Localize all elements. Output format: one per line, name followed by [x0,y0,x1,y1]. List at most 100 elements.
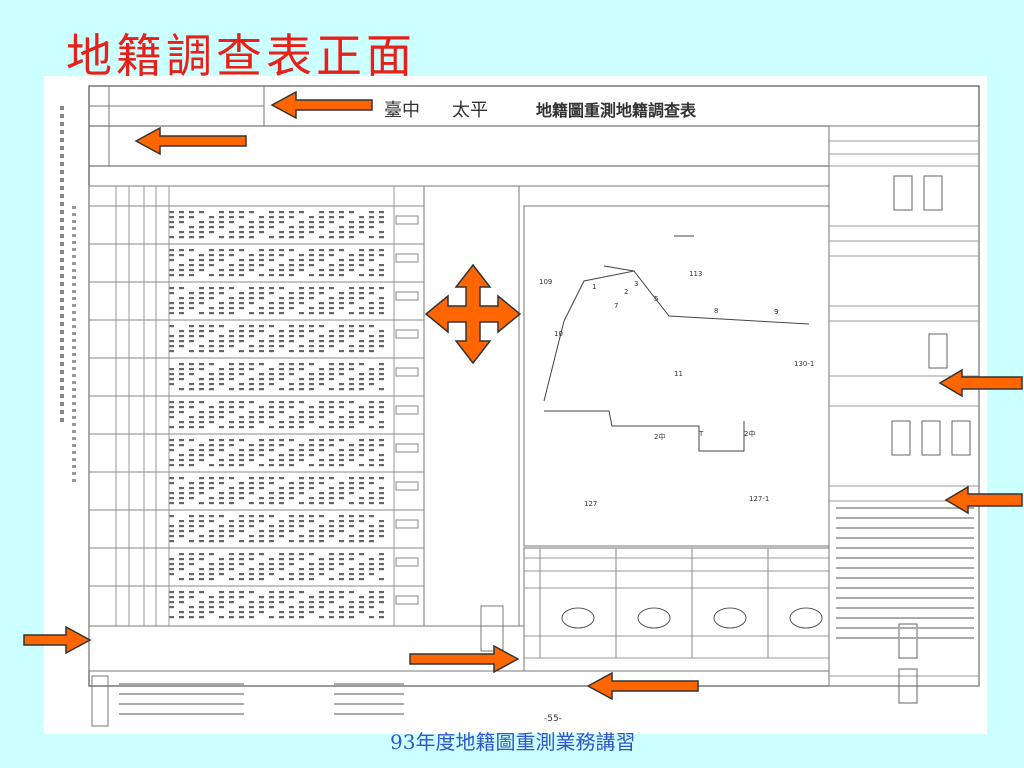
scan-text-mark [299,426,304,429]
scan-text-mark [279,411,284,414]
scan-text-mark [329,535,334,538]
scan-text-mark [329,492,334,495]
scan-text-mark [369,236,374,239]
scan-text-mark [219,373,224,376]
scan-text-mark [359,439,364,442]
scan-text-mark [179,236,184,239]
scan-text-mark [339,264,344,267]
scan-text-mark [269,444,274,447]
scan-text-mark [349,578,354,581]
scan-text-mark [279,211,284,214]
scan-text-mark [199,350,204,353]
scan-text-mark [259,611,264,614]
scan-text-mark [359,249,364,252]
scan-text-mark [209,221,214,224]
scan-text-mark [269,401,274,404]
scan-text-mark [72,227,76,230]
scan-text-mark [219,411,224,414]
scan-text-mark [259,378,264,381]
scan-text-mark [60,402,64,406]
scan-text-mark [279,563,284,566]
scan-text-mark [349,568,354,571]
scan-text-mark [339,591,344,594]
scan-text-mark [259,363,264,366]
scan-text-mark [339,226,344,229]
scan-text-mark [289,515,294,518]
scan-text-mark [219,492,224,495]
scan-text-mark [219,216,224,219]
sketch-parcel-label: 10 [554,330,563,338]
scan-text-mark [209,350,214,353]
scan-text-mark [179,535,184,538]
scan-text-mark [249,236,254,239]
scan-text-mark [309,373,314,376]
scan-text-mark [179,558,184,561]
scan-text-mark [239,553,244,556]
scan-text-mark [349,601,354,604]
scan-text-mark [179,401,184,404]
scan-text-mark [339,297,344,300]
scan-text-mark [369,477,374,480]
sketch-parcel-label: 113 [689,270,702,278]
scan-text-mark [319,249,324,252]
scan-text-mark [259,421,264,424]
scan-text-mark [329,368,334,371]
scan-text-mark [239,515,244,518]
scan-text-mark [299,416,304,419]
scan-text-mark [329,221,334,224]
scan-text-mark [349,449,354,452]
scan-text-mark [229,401,234,404]
scan-text-mark [319,406,324,409]
scan-text-mark [309,482,314,485]
scan-text-mark [199,606,204,609]
left-vertical-note [60,106,76,482]
scan-text-mark [189,520,194,523]
scan-text-mark [349,350,354,353]
scan-text-mark [359,325,364,328]
scan-text-mark [379,454,384,457]
right-panel-grid [829,140,979,704]
scan-text-mark [369,307,374,310]
scan-text-mark [269,236,274,239]
scan-text-mark [179,378,184,381]
scan-text-mark [249,226,254,229]
scan-text-mark [299,287,304,290]
scan-text-mark [60,194,64,198]
scan-text-mark [219,497,224,500]
scan-text-mark [259,553,264,556]
scan-text-mark [189,269,194,272]
scan-text-mark [60,314,64,318]
scan-text-mark [60,146,64,150]
scan-text-mark [239,616,244,619]
scan-text-mark [179,287,184,290]
scan-text-mark [319,216,324,219]
scan-text-mark [199,330,204,333]
scan-text-mark [199,221,204,224]
scan-text-mark [259,601,264,604]
scan-text-mark [319,259,324,262]
scan-text-mark [239,578,244,581]
scan-text-mark [349,459,354,462]
scan-text-mark [349,221,354,224]
scan-text-mark [299,231,304,234]
scan-text-mark [259,540,264,543]
scan-text-mark [169,401,174,404]
scan-text-mark [169,406,174,409]
scan-text-mark [189,335,194,338]
scan-text-mark [239,464,244,467]
scan-text-mark [279,274,284,277]
scan-text-mark [359,421,364,424]
scan-text-mark [319,236,324,239]
scan-text-mark [329,401,334,404]
scan-text-mark [199,611,204,614]
scan-text-mark [209,264,214,267]
scan-text-mark [269,287,274,290]
scan-text-mark [209,502,214,505]
scan-text-mark [60,282,64,286]
scan-text-mark [60,122,64,126]
scan-text-mark [249,211,254,214]
scan-text-mark [60,202,64,206]
scan-text-mark [329,439,334,442]
scan-text-mark [299,573,304,576]
